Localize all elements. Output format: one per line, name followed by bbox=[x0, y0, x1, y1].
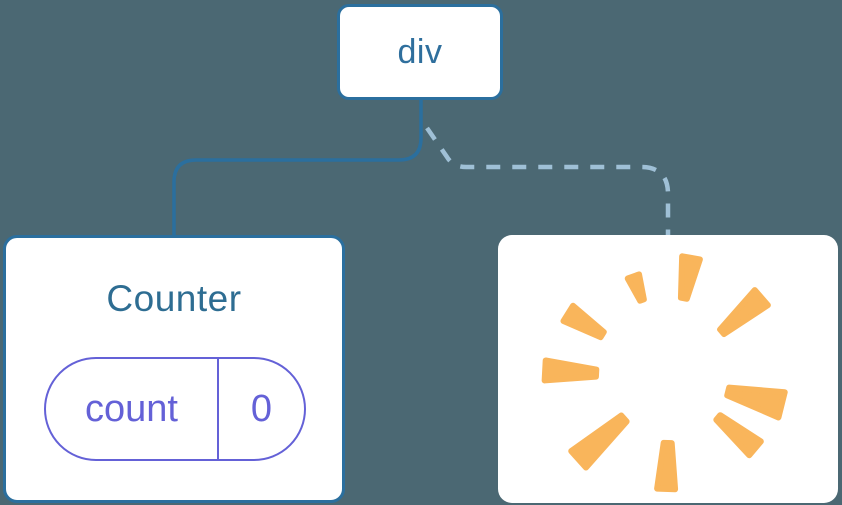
div-node-label: div bbox=[397, 32, 443, 71]
poof-starburst-icon bbox=[541, 253, 788, 493]
edge-div-to-counter bbox=[172, 99, 423, 237]
counter-title: Counter bbox=[106, 278, 242, 319]
state-key: count bbox=[46, 359, 219, 459]
edge-div-to-removed bbox=[425, 126, 671, 237]
tree-node-removed bbox=[498, 235, 838, 503]
state-pill: count 0 bbox=[44, 357, 306, 461]
state-value: 0 bbox=[250, 387, 273, 430]
tree-node-div: div bbox=[337, 4, 503, 100]
tree-node-counter: Counter count 0 bbox=[3, 235, 345, 503]
